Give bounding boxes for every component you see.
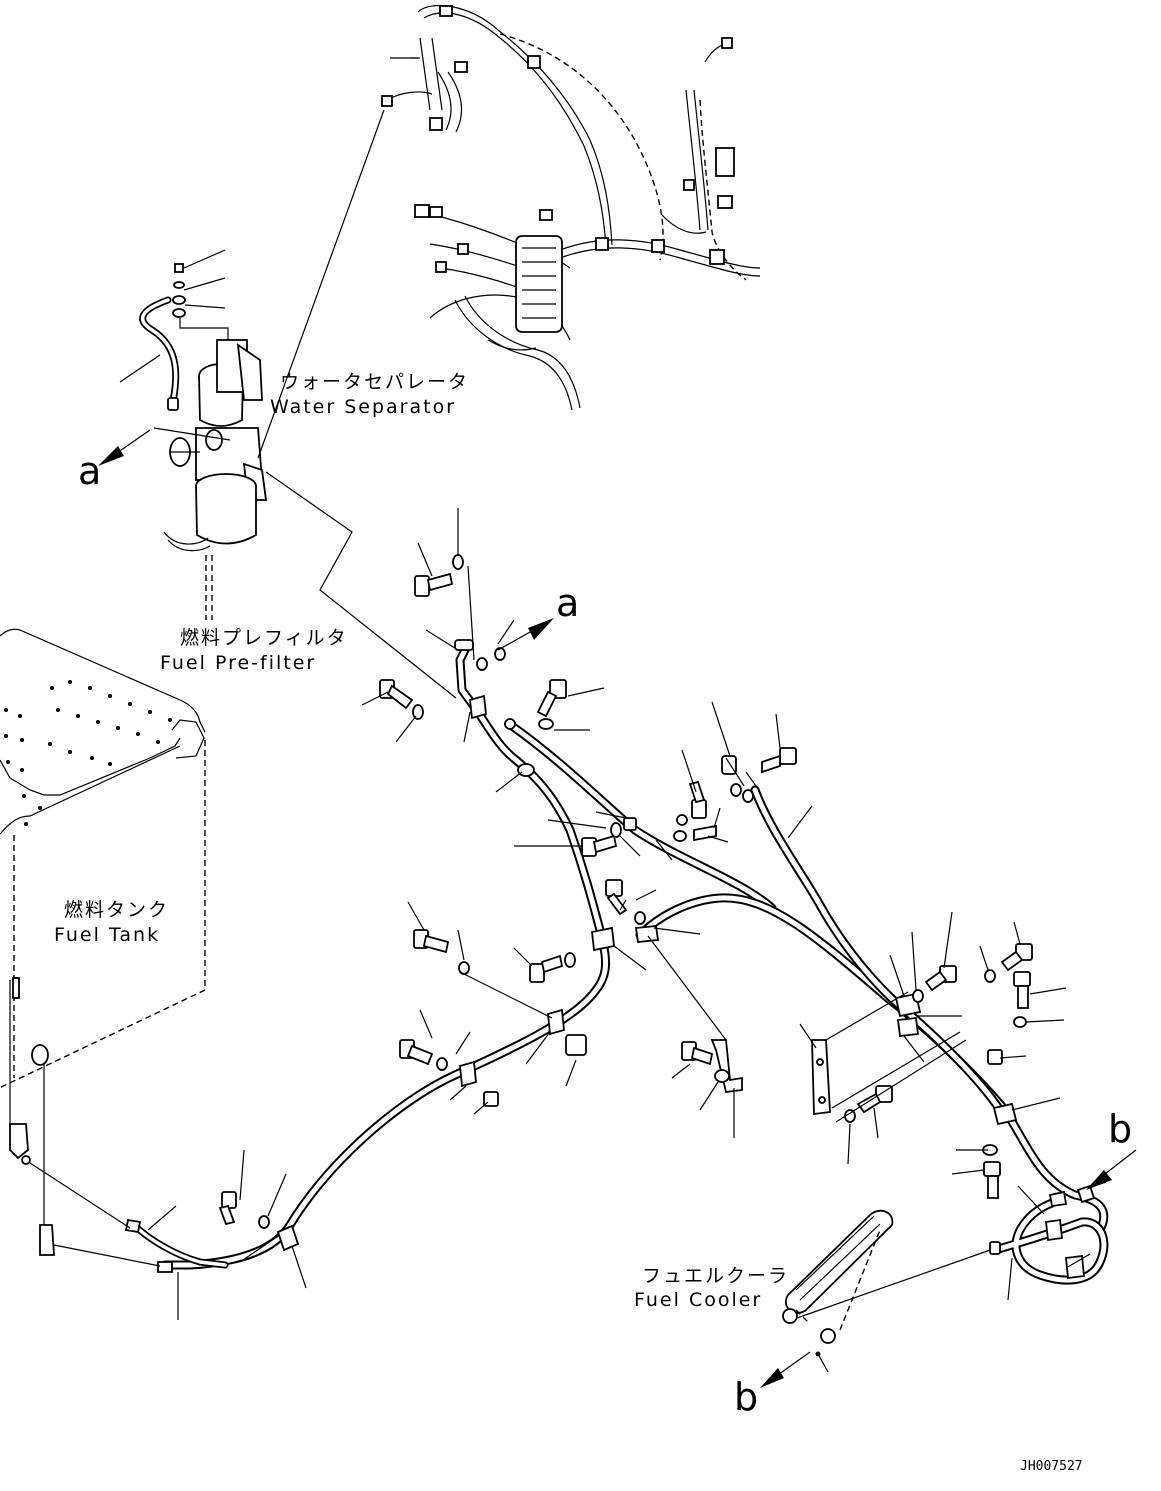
arrows xyxy=(98,429,1137,1388)
fuel-cooler-label-jp: フュエルクーラ xyxy=(642,1265,789,1287)
bolt xyxy=(924,965,957,992)
bolt xyxy=(529,954,564,983)
connection-marker-a-right: a xyxy=(556,581,579,625)
fuel-tank-label-jp: 燃料タンク xyxy=(64,899,169,921)
fuel-tank-label-en: Fuel Tank xyxy=(54,924,160,946)
fuel-cooler xyxy=(782,1209,1001,1357)
bolt xyxy=(414,572,454,597)
tank-top-bolts xyxy=(4,680,172,826)
water-separator-assembly xyxy=(139,263,268,620)
bolt xyxy=(681,1041,714,1066)
wiring-harness xyxy=(381,5,761,411)
bolt xyxy=(581,834,618,857)
connection-marker-a-left: a xyxy=(78,449,101,493)
washers xyxy=(258,554,1027,1229)
fuel-cooler-label-en: Fuel Cooler xyxy=(634,1289,762,1311)
connection-marker-b-bottom: b xyxy=(734,1375,758,1419)
leader-lines xyxy=(119,57,1107,1373)
bolt xyxy=(399,1039,434,1066)
bolt xyxy=(379,679,414,710)
drawing-code: JH007527 xyxy=(1020,1459,1083,1474)
bolt xyxy=(605,879,628,916)
bolt xyxy=(536,679,567,718)
fuel-prefilter-label-en: Fuel Pre-filter xyxy=(160,652,316,674)
bolt xyxy=(721,755,737,775)
bolts xyxy=(218,554,1033,1229)
fuel-tank xyxy=(0,628,206,1165)
bolt xyxy=(1000,943,1033,972)
connection-marker-b-top: b xyxy=(1108,1107,1132,1151)
bolt xyxy=(413,929,450,954)
bolt xyxy=(983,1161,1001,1199)
bolt xyxy=(1013,971,1031,1009)
bolt xyxy=(218,1191,237,1226)
water-separator-label-en: Water Separator xyxy=(270,396,456,418)
bolt xyxy=(761,747,797,774)
bolt xyxy=(856,1085,893,1114)
clamps xyxy=(276,639,1096,1280)
water-separator-label-jp: ウォータセパレータ xyxy=(280,371,469,393)
fuel-prefilter-label-jp: 燃料プレフィルタ xyxy=(180,627,348,649)
bolt xyxy=(688,780,707,819)
connection-paths xyxy=(153,109,967,1123)
